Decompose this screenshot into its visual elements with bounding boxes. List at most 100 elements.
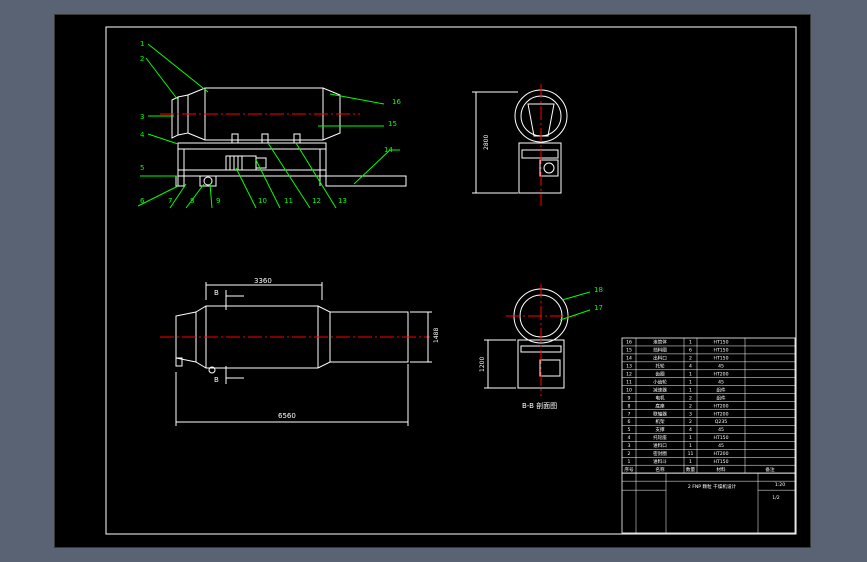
bom-cell-qty: 1 <box>689 387 692 393</box>
bom-cell-qty: 11 <box>688 451 694 457</box>
bom-cell-material: 45 <box>718 364 724 370</box>
callout-1: 1 <box>140 40 144 48</box>
bom-cell-qty: 2 <box>689 356 692 362</box>
side-view <box>472 84 568 206</box>
leader-16 <box>329 93 385 105</box>
bom-header-material: 材料 <box>716 466 726 473</box>
bom-cell-name: 进料斗 <box>653 458 667 465</box>
bom-cell-material: Q235 <box>715 419 727 425</box>
callout-14: 14 <box>384 146 393 154</box>
bom-cell-qty: 1 <box>689 435 692 441</box>
leader-4 <box>147 133 179 145</box>
leader-2 <box>145 57 179 101</box>
drawing-sheet-no: 1/2 <box>772 495 779 501</box>
side-frame <box>518 142 562 194</box>
riding-ring-2 <box>261 133 269 144</box>
callout-7: 7 <box>168 197 172 205</box>
bom-cell-qty: 6 <box>689 348 692 354</box>
bom-cell-name: 托轮 <box>655 363 665 370</box>
section-motor <box>539 359 561 377</box>
callout-16: 16 <box>392 98 401 106</box>
reducer-body <box>255 157 267 169</box>
bom-cell-no: 8 <box>628 403 631 409</box>
callout-18: 18 <box>594 286 603 294</box>
frame-top-beam <box>177 142 327 150</box>
callout-4: 4 <box>140 131 145 139</box>
bom-cell-material: HT200 <box>713 372 728 378</box>
riding-ring-1 <box>231 133 239 144</box>
section-marker-top: B <box>214 289 219 297</box>
bom-cell-qty: 1 <box>689 379 692 385</box>
leader-8 <box>185 183 205 209</box>
bom-cell-no: 7 <box>628 411 631 417</box>
callout-5: 5 <box>140 164 144 172</box>
bom-cell-material: HT200 <box>713 451 728 457</box>
bom-frame <box>621 337 796 474</box>
callout-9: 9 <box>216 197 220 205</box>
leader-6 <box>137 185 179 207</box>
callout-10: 10 <box>258 197 267 205</box>
discharge-chute <box>325 175 407 187</box>
callout-11: 11 <box>284 197 293 205</box>
drawing-scale: 1:20 <box>775 482 785 488</box>
leader-17 <box>559 309 591 321</box>
bom-cell-qty: 3 <box>689 411 692 417</box>
bom-cell-name: 滚筒体 <box>653 339 667 346</box>
bom-cell-material: 45 <box>718 427 724 433</box>
gear-box <box>199 175 217 187</box>
bom-cell-name: 底座 <box>655 402 665 409</box>
leader-9 <box>209 183 213 209</box>
bom-cell-material: HT150 <box>713 435 728 441</box>
leader-11 <box>255 159 281 209</box>
bom-cell-qty: 4 <box>689 427 692 433</box>
bom-cell-qty: 2 <box>689 403 692 409</box>
bom-cell-no: 3 <box>628 443 631 449</box>
drum-body <box>187 87 341 141</box>
callout-3: 3 <box>140 113 144 121</box>
bom-cell-no: 5 <box>628 427 631 433</box>
bom-cell-name: 减速器 <box>653 386 667 393</box>
frame-bottom-beam <box>177 169 327 177</box>
callout-17: 17 <box>594 304 603 312</box>
bom-cell-qty: 2 <box>689 419 692 425</box>
callout-13: 13 <box>338 197 347 205</box>
pinion-gear <box>203 176 213 186</box>
bom-cell-no: 11 <box>626 379 632 385</box>
section-height-dim: 1200 <box>479 357 486 372</box>
bom-cell-name: 挡料圈 <box>653 347 667 354</box>
bom-cell-name: 联轴器 <box>653 410 667 417</box>
front-view <box>160 87 407 187</box>
bom-cell-qty: 4 <box>689 364 692 370</box>
bom-cell-material: 45 <box>718 379 724 385</box>
bom-cell-name: 电机 <box>655 394 665 401</box>
top-foot-left <box>175 357 183 367</box>
bom-cell-qty: 1 <box>689 340 692 346</box>
bom-cell-no: 15 <box>626 348 632 354</box>
bom-cell-qty: 1 <box>689 372 692 378</box>
bom-cell-material: HT200 <box>713 411 728 417</box>
callout-8: 8 <box>190 197 194 205</box>
dim-overall-length: 6560 <box>278 412 296 420</box>
inner-border <box>105 26 797 535</box>
bom-cell-material: HT200 <box>713 403 728 409</box>
bom-cell-material: 组件 <box>716 394 726 401</box>
top-bolt <box>208 366 216 374</box>
leader-1 <box>147 43 209 93</box>
bom-cell-no: 6 <box>628 419 631 425</box>
bom-cell-material: HT150 <box>713 459 728 465</box>
callout-15: 15 <box>388 120 397 128</box>
callout-2: 2 <box>140 55 144 63</box>
leader-12 <box>267 142 311 209</box>
front-view-leaders <box>137 43 400 209</box>
callout-6: 6 <box>140 197 145 205</box>
section-view <box>484 284 576 396</box>
bom-cell-qty: 1 <box>689 459 692 465</box>
bom-cell-name: 进料口 <box>653 442 667 449</box>
leader-13 <box>295 142 337 209</box>
bom-header-qty: 数量 <box>686 466 696 473</box>
bom-cell-material: HT150 <box>713 340 728 346</box>
feed-flange <box>171 96 179 139</box>
bom-cell-no: 16 <box>626 340 632 346</box>
bom-cell-no: 4 <box>628 435 631 441</box>
